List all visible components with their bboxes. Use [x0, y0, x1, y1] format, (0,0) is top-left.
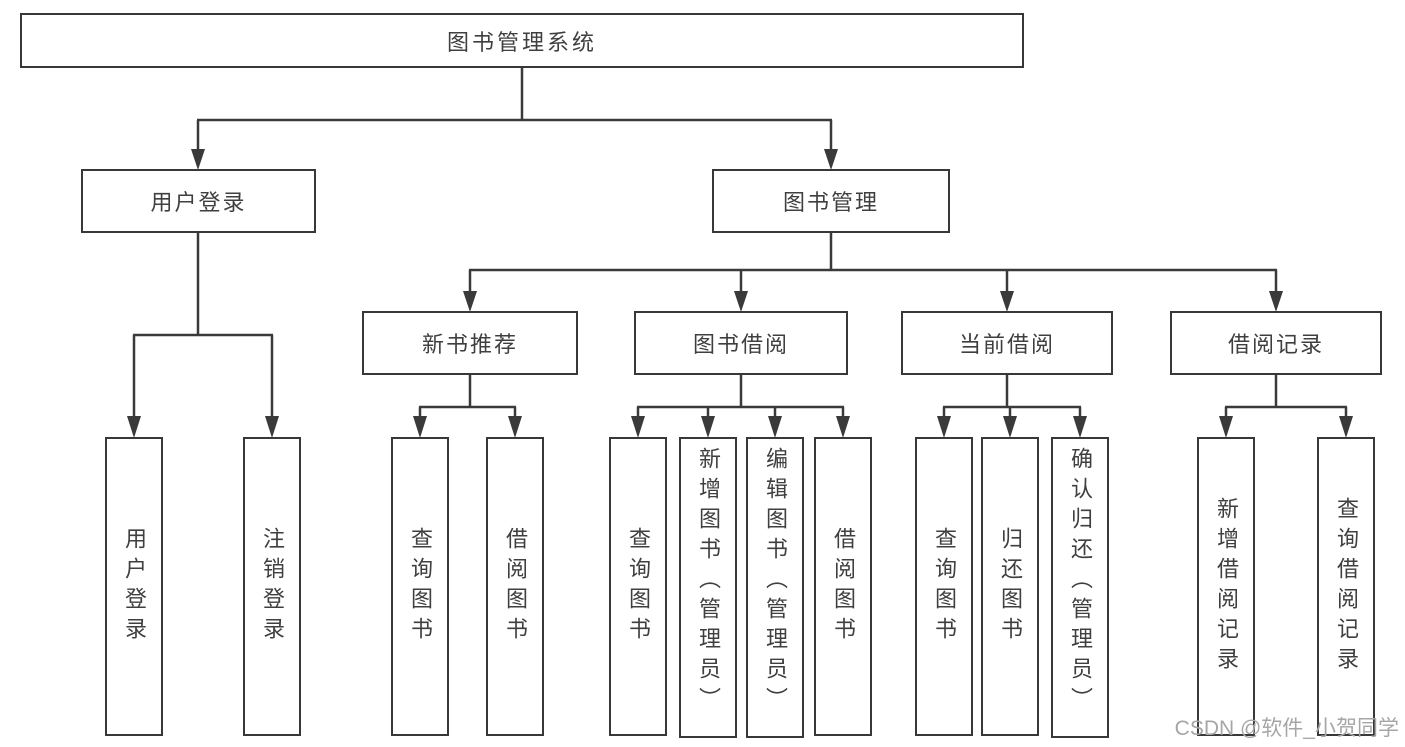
leaf-user-login: 用户登录	[105, 437, 163, 736]
node-label: 注销登录	[260, 526, 285, 647]
arrowhead	[1339, 416, 1353, 438]
node-library-management-system: 图书管理系统	[20, 13, 1024, 68]
arrowhead	[631, 416, 645, 438]
arrowhead	[413, 416, 427, 438]
arrowhead	[463, 291, 477, 312]
node-label: 归还图书	[998, 526, 1023, 647]
watermark: CSDN @软件_小贺同学	[1174, 717, 1399, 740]
node-label: 查询图书	[626, 526, 651, 647]
node-label: 借阅图书	[831, 526, 856, 647]
arrowhead	[768, 416, 782, 438]
arrowhead	[508, 416, 522, 438]
leaf-confirm-return-admin: 确认归还（管理员）	[1051, 437, 1109, 738]
node-label: 图书借阅	[692, 332, 789, 357]
node-label: 查询图书	[932, 526, 957, 647]
leaf-query-borrow-record: 查询借阅记录	[1317, 437, 1375, 736]
arrowhead	[836, 416, 850, 438]
arrowhead	[734, 291, 748, 312]
arrowhead	[937, 416, 951, 438]
leaf-query-books-current: 查询图书	[915, 437, 973, 736]
leaf-borrow-books: 借阅图书	[814, 437, 872, 736]
node-current-borrowing: 当前借阅	[901, 311, 1113, 375]
arrowhead	[265, 416, 279, 438]
node-label: 用户登录	[122, 526, 147, 647]
node-user-login-branch: 用户登录	[81, 169, 316, 233]
node-label: 查询借阅记录	[1334, 496, 1359, 677]
leaf-query-books-recommend: 查询图书	[391, 437, 449, 736]
node-label: 确认归还（管理员）	[1068, 447, 1093, 717]
arrowhead	[1073, 416, 1087, 438]
leaf-query-books-borrow: 查询图书	[609, 437, 667, 736]
node-borrowing-records: 借阅记录	[1170, 311, 1382, 375]
node-label: 编辑图书（管理员）	[763, 447, 788, 717]
arrowhead	[191, 149, 205, 170]
leaf-add-books-admin: 新增图书（管理员）	[679, 437, 737, 738]
node-label: 新增借阅记录	[1214, 496, 1239, 677]
node-label: 借阅记录	[1227, 332, 1324, 357]
node-label: 图书管理系统	[446, 29, 597, 55]
arrowhead	[127, 416, 141, 438]
node-label: 图书管理	[782, 190, 879, 215]
leaf-add-borrow-record: 新增借阅记录	[1197, 437, 1255, 736]
node-label: 借阅图书	[503, 526, 528, 647]
arrowhead	[1003, 416, 1017, 438]
arrowhead	[1269, 291, 1283, 312]
node-label: 用户登录	[150, 190, 247, 215]
node-new-book-recommendation: 新书推荐	[362, 311, 578, 375]
node-book-management-branch: 图书管理	[712, 169, 950, 233]
arrowhead	[1000, 291, 1014, 312]
leaf-borrow-books-recommend: 借阅图书	[486, 437, 544, 736]
arrowhead	[701, 416, 715, 438]
node-label: 当前借阅	[958, 332, 1055, 357]
arrowhead	[824, 149, 838, 170]
arrowhead	[1219, 416, 1233, 438]
leaf-return-books: 归还图书	[981, 437, 1039, 736]
node-label: 查询图书	[408, 526, 433, 647]
node-book-borrowing: 图书借阅	[634, 311, 848, 375]
leaf-edit-books-admin: 编辑图书（管理员）	[746, 437, 804, 738]
node-label: 新书推荐	[421, 332, 518, 357]
leaf-logout: 注销登录	[243, 437, 301, 736]
node-label: 新增图书（管理员）	[696, 447, 721, 717]
